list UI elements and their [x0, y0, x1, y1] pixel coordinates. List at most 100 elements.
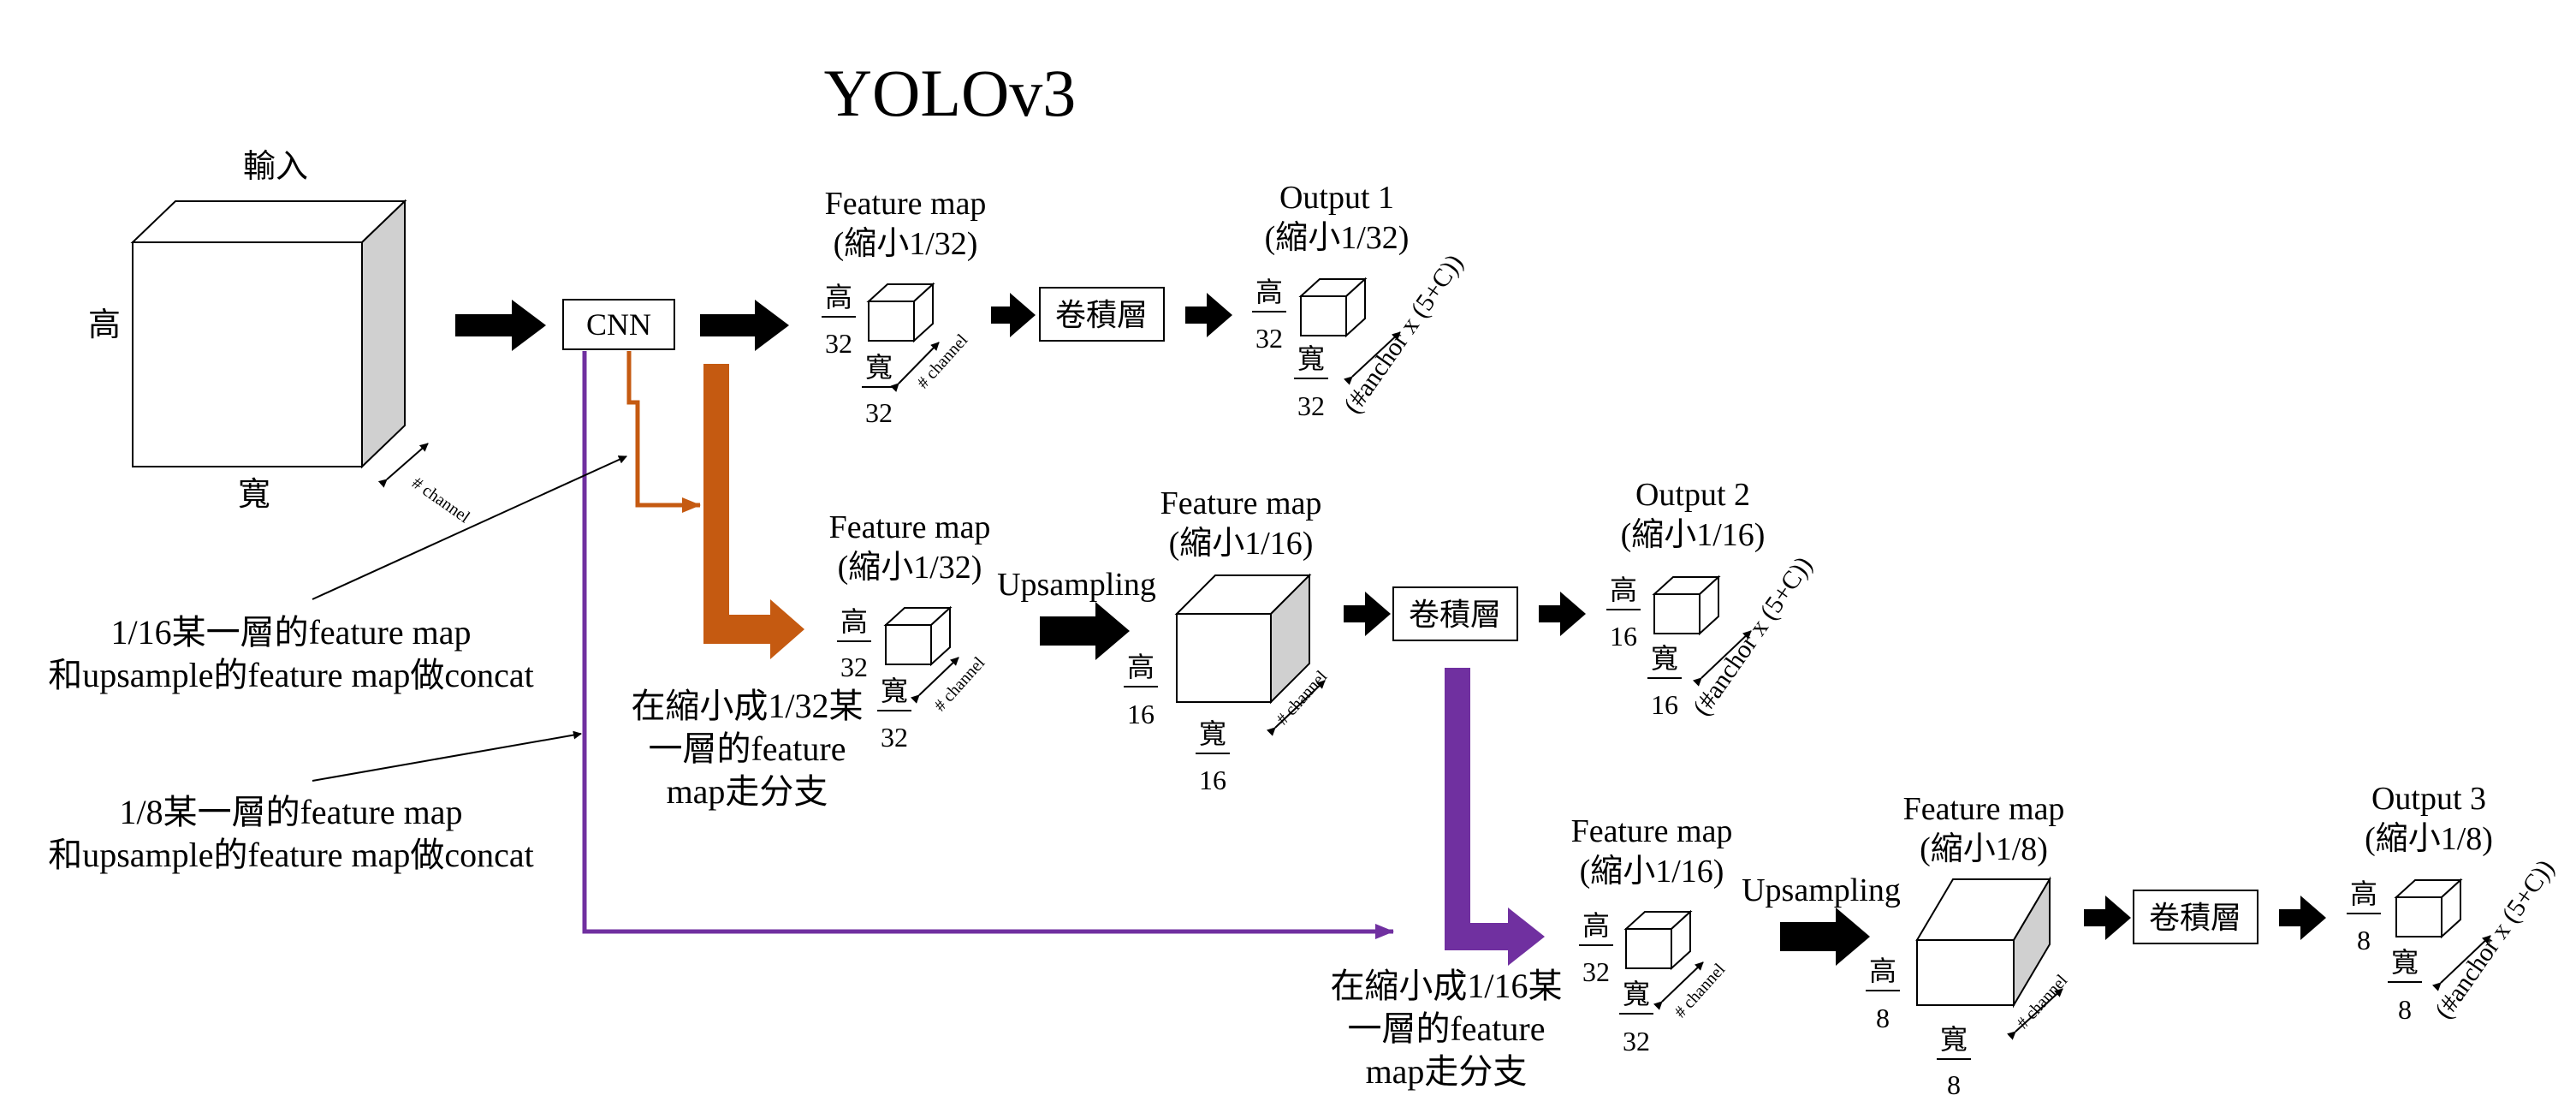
output2-w-bot: 16: [1651, 689, 1678, 720]
output2-cube: [1652, 574, 1721, 636]
branch3-conv-to-output-arrow: [2279, 896, 2326, 940]
branch3-feature-cube: [1623, 909, 1693, 971]
output1-cube: [1298, 277, 1368, 338]
branch2-channel-arrow: [911, 657, 959, 704]
branch2-to-conv-arrow: [1344, 592, 1391, 636]
output3-channel-arrow: [2432, 935, 2491, 991]
branch1-feature-sub: (縮小1/32): [834, 226, 978, 262]
branch2-up-channel-arrow: [1267, 680, 1326, 736]
branch2-w-top: 寬: [881, 676, 908, 706]
output3-w-top: 寬: [2391, 947, 2419, 978]
branch1-feature-title: Feature map: [825, 186, 987, 222]
branch3-note-line1: 在縮小成1/16某: [1330, 967, 1562, 1005]
output1-w-top: 寬: [1297, 343, 1325, 374]
branch3-w-bot: 32: [1623, 1026, 1650, 1056]
orange-route-line: [626, 351, 701, 513]
output2-w-top: 寬: [1651, 643, 1678, 674]
branch2-upsampling-label: Upsampling: [997, 567, 1156, 603]
branch1-conv-to-output-arrow: [1185, 293, 1232, 337]
output2-h-top: 高: [1610, 574, 1637, 605]
output1-title: Output 1: [1279, 180, 1394, 216]
input-channel-label: # channel: [408, 473, 473, 527]
branch2-h-bot: 32: [840, 652, 868, 682]
branch1-h-bot: 32: [825, 328, 852, 359]
output1-channel-arrow: [1344, 331, 1401, 385]
input-to-cnn-arrow: [455, 300, 546, 351]
branch3-note-line3: map走分支: [1366, 1052, 1528, 1091]
branch1-feature-cube: [866, 282, 935, 343]
concat16-pointer: [312, 455, 627, 600]
concat8-pointer: [312, 730, 582, 782]
branch3-upsampling-label: Upsampling: [1742, 872, 1901, 908]
output3-title: Output 3: [2371, 781, 2486, 817]
input-height-label: 高: [88, 307, 121, 343]
branch2-conv-box: [1392, 586, 1518, 641]
output3-h-top: 高: [2350, 878, 2377, 909]
branch2-up-w-bot: 16: [1199, 765, 1226, 795]
output2-title: Output 2: [1635, 477, 1750, 513]
branch1-to-conv-arrow: [991, 293, 1036, 337]
output1-channel-label: (#anchor x (5+C)): [1338, 249, 1469, 419]
branch2-feature-sub: (縮小1/32): [838, 550, 982, 586]
branch2-h-top: 高: [840, 606, 868, 637]
branch2-w-bot: 32: [881, 722, 908, 753]
cnn-to-branch1-arrow: [700, 300, 789, 351]
branch3-up-channel-arrow: [2006, 988, 2063, 1040]
branch3-w-top: 寬: [1623, 979, 1650, 1009]
branch3-h-top: 高: [1582, 910, 1610, 941]
branch1-w-bot: 32: [865, 397, 893, 428]
purple-route-line: [582, 351, 1394, 939]
branch2-upsampling-arrow: [1040, 602, 1130, 660]
output2-sub: (縮小1/16): [1621, 517, 1766, 553]
branch1-conv-label: 卷積層: [1055, 298, 1148, 332]
output2-channel-arrow: [1693, 630, 1752, 687]
branch2-up-title: Feature map: [1160, 485, 1322, 521]
input-label: 輸入: [243, 149, 308, 185]
branch3-note-line2: 一層的feature: [1347, 1009, 1545, 1048]
output1-w-bot: 32: [1297, 390, 1325, 421]
branch3-upsampled-cube: [1915, 876, 2051, 1009]
branch3-to-conv-arrow: [2084, 896, 2131, 940]
branch3-channel-arrow: [1653, 961, 1704, 1010]
branch3-feature-sub: (縮小1/16): [1580, 854, 1724, 890]
input-cube: [130, 199, 407, 469]
branch2-up-h-bot: 16: [1127, 699, 1154, 729]
purple-branch-arrow: [1445, 668, 1545, 966]
output1-sub: (縮小1/32): [1265, 220, 1410, 256]
concat16-note-line2: 和upsample的feature map做concat: [48, 656, 534, 694]
branch2-upsampled-cube: [1174, 573, 1312, 705]
branch2-up-sub: (縮小1/16): [1169, 526, 1314, 562]
branch2-channel-label: # channel: [930, 653, 988, 715]
branch3-feature-title: Feature map: [1571, 813, 1733, 849]
branch1-channel-arrow: [890, 342, 940, 392]
input-channel-arrow: [377, 443, 429, 488]
output3-h-bot: 8: [2357, 925, 2371, 955]
branch3-channel-label: # channel: [1671, 960, 1729, 1021]
cnn-label: CNN: [586, 307, 651, 342]
branch3-up-title: Feature map: [1903, 791, 2065, 827]
concat8-note-line2: 和upsample的feature map做concat: [48, 836, 534, 874]
branch3-up-h-bot: 8: [1876, 1003, 1890, 1033]
branch2-note-line3: map走分支: [667, 772, 828, 811]
output1-h-bot: 32: [1255, 323, 1283, 354]
branch2-up-w-top: 寬: [1199, 718, 1226, 749]
output3-sub: (縮小1/8): [2365, 821, 2493, 857]
orange-branch-arrow: [703, 364, 804, 659]
branch3-up-h-top: 高: [1869, 955, 1896, 986]
branch3-conv-box: [2133, 890, 2258, 944]
branch2-feature-cube: [883, 605, 953, 667]
branch2-up-h-top: 高: [1127, 652, 1154, 682]
branch2-feature-title: Feature map: [829, 509, 991, 545]
output3-cube: [2394, 878, 2463, 939]
input-width-label: 寬: [238, 477, 270, 513]
branch1-conv-box: [1039, 287, 1165, 342]
diagram-title: YOLOv3: [824, 56, 1077, 130]
branch1-h-top: 高: [825, 282, 852, 312]
branch3-conv-label: 卷積層: [2149, 901, 2241, 935]
branch2-note-line1: 在縮小成1/32某: [631, 687, 863, 725]
branch1-w-top: 寬: [865, 352, 893, 383]
branch3-h-bot: 32: [1582, 956, 1610, 987]
branch2-conv-label: 卷積層: [1409, 598, 1501, 632]
branch3-up-sub: (縮小1/8): [1920, 831, 2048, 867]
